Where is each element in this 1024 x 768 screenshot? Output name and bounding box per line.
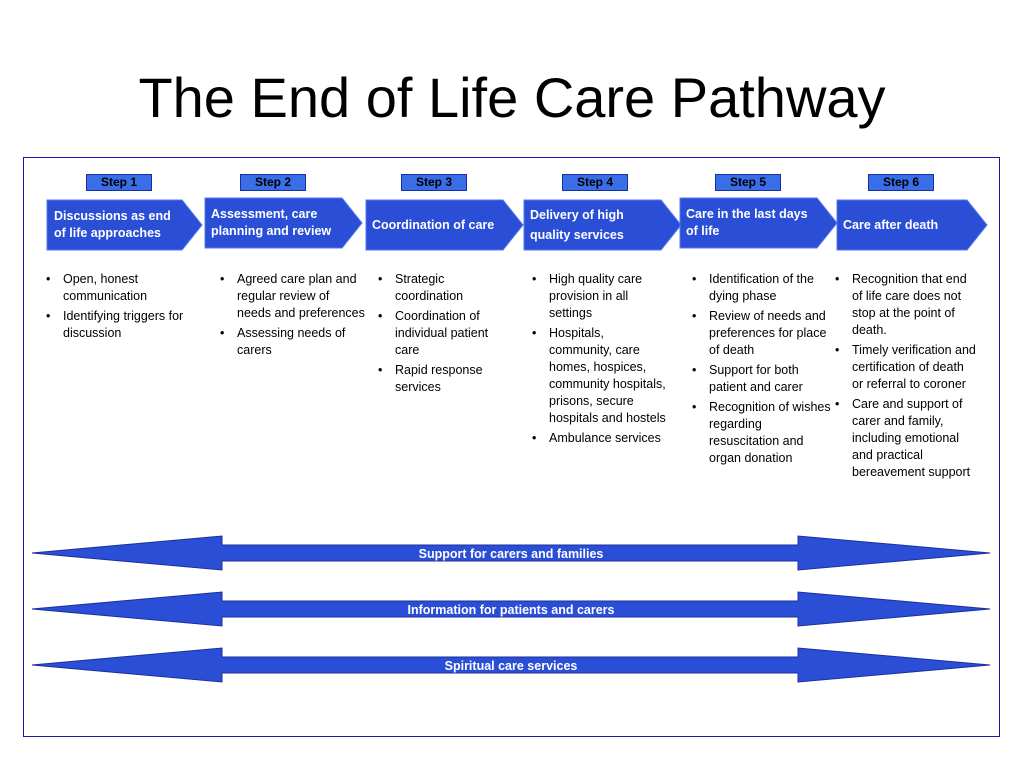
list-item: •Review of needs and preferences for pla…: [692, 309, 827, 357]
step-6-heading: Care after death: [843, 217, 939, 232]
step-5-chevron: [679, 197, 838, 249]
step-5-bullets: •Identification of the dying phase •Revi…: [687, 271, 833, 470]
list-item: •Timely verification and certification o…: [835, 343, 976, 391]
step-4-chevron: [523, 199, 682, 251]
support-arrow-3-label: Spiritual care services: [444, 659, 578, 673]
step-5-label: Step 5: [715, 174, 781, 191]
list-item: •Identification of the dying phase: [692, 272, 814, 303]
list-item: •Ambulance services: [532, 431, 661, 445]
step-2-bullets: •Agreed care plan and regular review of …: [215, 271, 365, 362]
list-item: •Rapid response services: [378, 363, 483, 394]
step-6-label: Step 6: [868, 174, 934, 191]
step-2-chevron: [204, 197, 363, 249]
list-item: •Support for both patient and carer: [692, 363, 803, 394]
support-arrow-1: [31, 535, 991, 571]
list-item: •Identifying triggers for discussion: [46, 309, 184, 340]
step-1-chevron: [46, 199, 203, 251]
step-1-bullets: •Open, honest communication •Identifying…: [41, 271, 193, 345]
support-arrow-2-label: Information for patients and carers: [407, 603, 615, 617]
step-3-chevron: [365, 199, 524, 251]
list-item: •Recognition that end of life care does …: [835, 272, 967, 337]
list-item: •Care and support of carer and family, i…: [835, 397, 971, 479]
support-arrow-1-label: Support for carers and families: [418, 547, 604, 561]
list-item: •Hospitals, community, care homes, hospi…: [532, 326, 666, 425]
list-item: •Strategic coordination: [378, 272, 464, 303]
step-4-label: Step 4: [562, 174, 628, 191]
step-6-bullets: •Recognition that end of life care does …: [830, 271, 976, 484]
step-4-heading: Delivery of high quality services: [530, 208, 624, 242]
step-3-label: Step 3: [401, 174, 467, 191]
step-6-chevron: [836, 199, 988, 251]
list-item: •Coordination of individual patient care: [378, 309, 489, 357]
list-item: •Agreed care plan and regular review of …: [220, 272, 365, 320]
step-4-bullets: •High quality care provision in all sett…: [527, 271, 669, 450]
step-1-label: Step 1: [86, 174, 152, 191]
step-3-heading: Coordination of care: [372, 217, 495, 232]
diagram-frame: [23, 157, 1000, 737]
list-item: •High quality care provision in all sett…: [532, 272, 643, 320]
step-2-label: Step 2: [240, 174, 306, 191]
step-1-heading: Discussions as end of life approaches: [54, 209, 171, 240]
list-item: •Recognition of wishes regarding resusci…: [692, 400, 831, 465]
step-5-heading: Care in the last days of life: [686, 207, 808, 238]
page-title: The End of Life Care Pathway: [138, 66, 886, 129]
list-item: •Open, honest communication: [46, 272, 148, 303]
step-2-heading: Assessment, care planning and review: [211, 207, 332, 238]
support-arrow-2: [31, 591, 991, 627]
support-arrow-3: [31, 647, 991, 683]
step-3-bullets: •Strategic coordination •Coordination of…: [373, 271, 508, 399]
list-item: •Assessing needs of carers: [220, 326, 346, 357]
